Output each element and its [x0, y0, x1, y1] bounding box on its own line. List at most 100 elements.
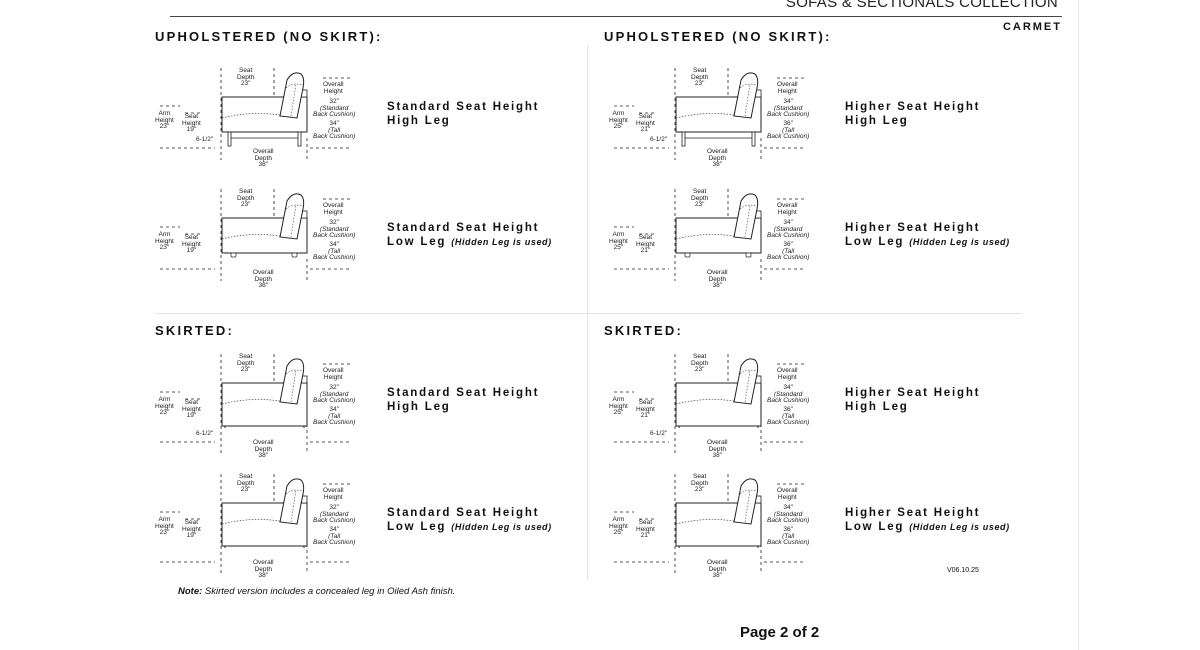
- height-tall-cushion-line: Back Cushion): [313, 133, 356, 140]
- seat-height-type: Higher Seat Height: [845, 507, 981, 519]
- leg-type: High Leg: [845, 114, 980, 128]
- seat-height-label-line: Height: [636, 525, 655, 533]
- sofa-side-profile: [614, 474, 804, 574]
- arm-height-label-line: 23": [159, 409, 170, 416]
- height-tall-cushion-line: Back Cushion): [767, 539, 810, 546]
- height-tall-cushion-line: 34": [329, 526, 339, 533]
- overall-depth-label-line: Depth: [708, 445, 726, 453]
- height-tall-cushion-line: Back Cushion): [313, 539, 356, 546]
- height-tall-cushion-line: (Tall: [328, 126, 341, 134]
- section-skirted-right: SKIRTED:: [604, 323, 683, 338]
- overall-height-label-line: Overall: [777, 487, 798, 494]
- overall-height-label-line: Overall: [323, 81, 344, 88]
- height-tall-cushion-line: Back Cushion): [767, 133, 810, 140]
- overall-depth-label-line: 38": [712, 452, 723, 459]
- height-standard-cushion-line: (Standard: [773, 390, 803, 398]
- seat-height-label-line: Seat: [184, 519, 199, 526]
- overall-height-label-line: Overall: [323, 367, 344, 374]
- seat-height-label-line: Seat: [184, 399, 199, 406]
- arm-height-label-line: 25": [613, 529, 624, 536]
- arm-height-label-line: Height: [609, 522, 628, 530]
- height-tall-cushion-line: Back Cushion): [767, 419, 810, 426]
- height-standard-cushion-line: (Standard: [319, 510, 349, 518]
- seat-depth-label-line: Depth: [691, 479, 709, 487]
- leg-height-label: 6-1/2": [650, 430, 667, 438]
- seat-height-label-line: Seat: [638, 519, 653, 526]
- height-standard-cushion-line: 34": [783, 384, 793, 391]
- sofa-side-profile: [614, 354, 804, 454]
- page-number: Page 2 of 2: [740, 624, 820, 641]
- arm-height-label-line: Height: [609, 402, 628, 410]
- overall-depth-label-line: Depth: [254, 154, 272, 162]
- arm-height-label-line: Height: [155, 402, 174, 410]
- leg-type-label: High Leg: [845, 401, 909, 413]
- seat-height-label-line: Seat: [184, 234, 199, 241]
- overall-height-label-line: Height: [323, 208, 343, 216]
- sofa-side-profile: [160, 354, 350, 454]
- overall-depth-label-line: 38": [258, 161, 269, 168]
- overall-depth-label-line: Overall: [707, 439, 728, 446]
- leg-note: (Hidden Leg is used): [451, 522, 552, 532]
- leg-note: (Hidden Leg is used): [909, 522, 1010, 532]
- arm-height-label-line: 23": [159, 529, 170, 536]
- note-text: Skirted version includes a concealed leg…: [202, 586, 456, 597]
- column-divider: [587, 45, 588, 580]
- section-upholstered-left: UPHOLSTERED (NO SKIRT):: [155, 29, 383, 44]
- overall-depth-label-line: 38": [712, 161, 723, 168]
- height-tall-cushion-line: Back Cushion): [313, 419, 356, 426]
- seat-height-label-line: 21": [640, 126, 651, 133]
- seat-height-label-line: Height: [182, 119, 201, 127]
- height-standard-cushion-line: (Standard: [773, 104, 803, 112]
- seat-height-type: Standard Seat Height: [387, 387, 540, 399]
- leg-type: Low Leg (Hidden Leg is used): [387, 520, 552, 534]
- note-label: Note:: [178, 586, 203, 597]
- product-name: CARMET: [1002, 21, 1062, 33]
- overall-depth-label-line: Overall: [707, 269, 728, 276]
- height-standard-cushion-line: (Standard: [319, 225, 349, 233]
- overall-height-label-line: Overall: [777, 202, 798, 209]
- height-standard-cushion-line: (Standard: [319, 104, 349, 112]
- seat-height-label-line: 21": [640, 412, 651, 419]
- height-standard-cushion-line: Back Cushion): [313, 111, 356, 118]
- arm-height-label-line: Arm: [612, 110, 625, 117]
- overall-depth-label-line: Depth: [708, 154, 726, 162]
- leg-type: Low Leg (Hidden Leg is used): [845, 520, 1010, 534]
- height-standard-cushion-line: Back Cushion): [767, 517, 810, 524]
- seat-height-type: Standard Seat Height: [387, 222, 540, 234]
- seat-height-type: Standard Seat Height: [387, 507, 540, 519]
- overall-depth-label-line: Depth: [254, 565, 272, 573]
- seat-depth-label-line: 23": [240, 486, 251, 493]
- arm-height-label-line: Arm: [612, 231, 625, 238]
- arm-height-label-line: Height: [155, 522, 174, 530]
- arm-height-label-line: Arm: [158, 110, 171, 117]
- seat-height-label-line: Height: [636, 405, 655, 413]
- page-edge: [1078, 0, 1079, 650]
- seat-depth-label-line: 23": [240, 80, 251, 87]
- seat-depth-label-line: Depth: [237, 194, 255, 202]
